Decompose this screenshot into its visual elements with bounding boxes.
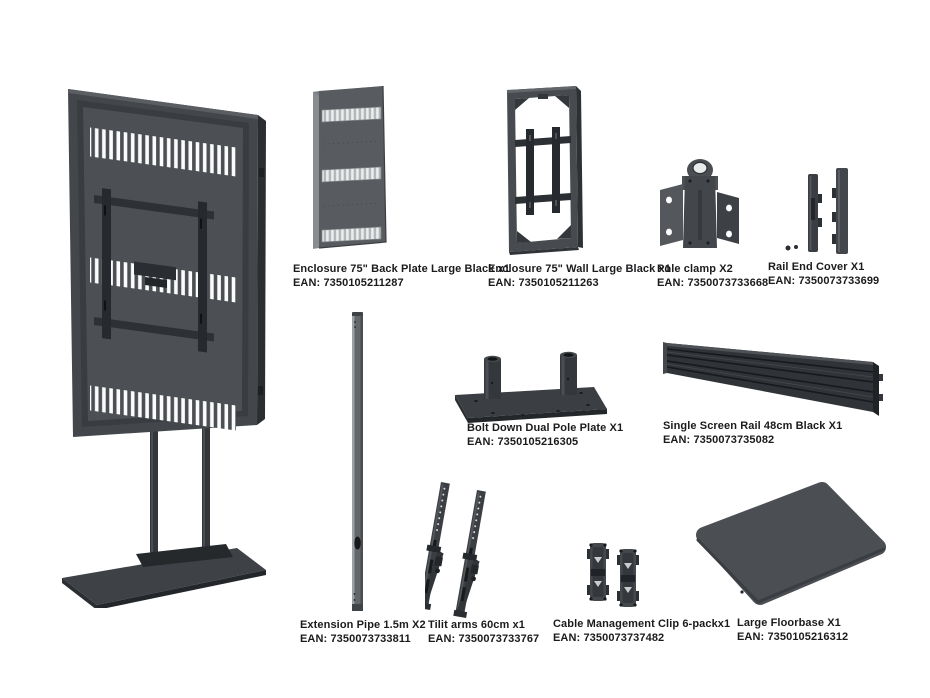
part-name: Cable Management Clip 6-packx1 — [553, 618, 731, 630]
part-ean: EAN: 7350105211287 — [293, 276, 404, 289]
part-ean: EAN: 7350073733811 — [300, 632, 411, 645]
part-ean: EAN: 7350073733668 — [657, 276, 769, 289]
part-ean: EAN: 7350073737482 — [553, 631, 665, 644]
part-name: Enclosure 75" Wall Large Black x1 — [488, 263, 671, 275]
part-name: Rail End Cover X1 — [768, 261, 865, 273]
part-label-bolt-down-plate: Bolt Down Dual Pole Plate X1 EAN: 735010… — [467, 422, 623, 449]
cable-clips-image — [587, 543, 639, 607]
part-name: Large Floorbase X1 — [737, 617, 841, 629]
part-ean: EAN: 7350073733767 — [428, 632, 540, 645]
floor-stand-enclosure-image — [62, 89, 266, 608]
screen-rail-image — [663, 342, 883, 416]
rail-end-cover-image — [785, 168, 848, 254]
part-label-cable-clips: Cable Management Clip 6-packx1 EAN: 7350… — [553, 618, 730, 645]
extension-pipe-image — [352, 312, 363, 611]
wall-enclosure-image — [507, 86, 583, 255]
part-ean: EAN: 7350105216305 — [467, 435, 579, 448]
part-name: Single Screen Rail 48cm Black X1 — [663, 420, 843, 432]
part-label-screen-rail: Single Screen Rail 48cm Black X1 EAN: 73… — [663, 420, 842, 447]
part-label-tilt-arms: Tilit arms 60cm x1 EAN: 7350073733767 — [428, 619, 539, 646]
part-label-rail-end-cover: Rail End Cover X1 EAN: 7350073733699 — [768, 261, 879, 288]
tilt-arms-image — [425, 481, 492, 619]
part-label-floorbase: Large Floorbase X1 EAN: 7350105216312 — [737, 617, 848, 644]
pole-clamp-image — [660, 159, 739, 248]
floorbase-image — [696, 482, 886, 605]
part-label-back-plate: Enclosure 75" Back Plate Large Black x1 … — [293, 263, 510, 290]
back-plate-image — [313, 85, 387, 249]
bolt-down-plate-image — [455, 351, 607, 423]
part-label-wall-enclosure: Enclosure 75" Wall Large Black x1 EAN: 7… — [488, 263, 671, 290]
part-ean: EAN: 7350073735082 — [663, 433, 775, 446]
part-name: Bolt Down Dual Pole Plate X1 — [467, 422, 624, 434]
part-name: Extension Pipe 1.5m X2 — [300, 619, 426, 631]
part-ean: EAN: 7350105216312 — [737, 630, 849, 643]
part-label-pole-clamp: Pole clamp X2 EAN: 7350073733668 — [657, 263, 768, 290]
part-ean: EAN: 7350073733699 — [768, 274, 880, 287]
part-label-extension-pipe: Extension Pipe 1.5m X2 EAN: 735007373381… — [300, 619, 426, 646]
part-name: Tilit arms 60cm x1 — [428, 619, 525, 631]
part-ean: EAN: 7350105211263 — [488, 276, 599, 289]
part-name: Enclosure 75" Back Plate Large Black x1 — [293, 263, 511, 275]
part-name: Pole clamp X2 — [657, 263, 733, 275]
